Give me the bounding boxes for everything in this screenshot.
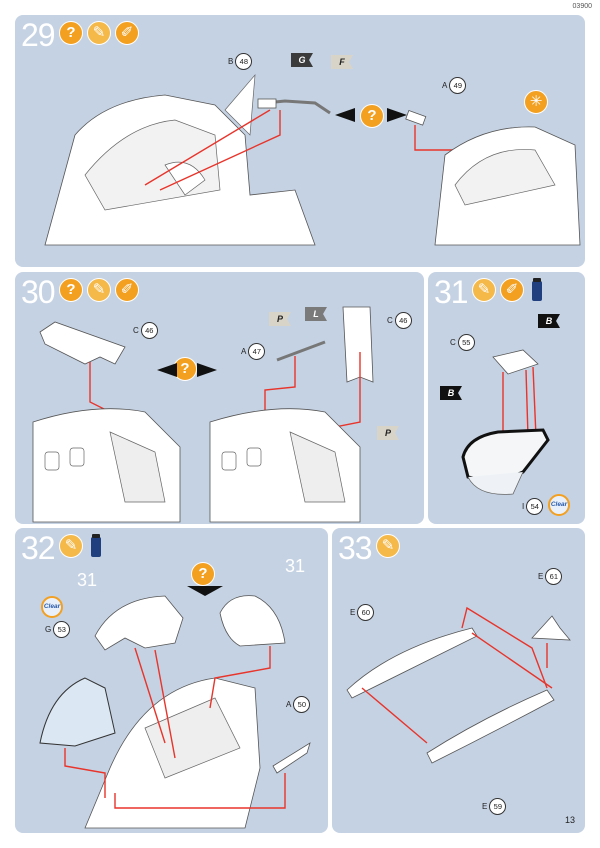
glue-icon: ✎ — [87, 278, 111, 302]
reference-label: 31 — [285, 556, 306, 576]
glue-icon: ✎ — [59, 534, 83, 558]
paint-flag: B — [440, 386, 462, 400]
step-33-illustration — [346, 606, 571, 764]
step-31-illustration — [461, 349, 550, 495]
glue-icon: ✎ — [376, 534, 400, 558]
page-number: 13 — [564, 815, 575, 825]
paint-flag: L — [305, 307, 327, 321]
paint-pot-icon — [91, 534, 101, 557]
alternative-option-icon: ✳ — [524, 90, 548, 114]
question-badge-icon: ? — [360, 104, 384, 128]
step-29-illustration — [44, 73, 581, 246]
glue-icon: ✎ — [87, 21, 111, 45]
step-32-illustration — [39, 586, 311, 829]
paint-flag: F — [331, 55, 353, 69]
paint-pot-icon — [532, 278, 542, 301]
step-number: 29 — [21, 17, 56, 53]
paintbrush-icon: ✐ — [115, 21, 139, 45]
question-badge-icon: ? — [191, 562, 215, 586]
glue-icon: ✎ — [472, 278, 496, 302]
step-30-illustration — [32, 306, 374, 523]
question-badge-icon: ? — [59, 21, 83, 45]
reference-label: 31 — [77, 570, 98, 590]
paint-flag: B — [538, 314, 560, 328]
question-badge-icon: ? — [59, 278, 83, 302]
step-number: 31 — [434, 274, 469, 310]
step-number: 30 — [21, 274, 56, 310]
paint-flag: P — [377, 426, 399, 440]
paintbrush-icon: ✐ — [500, 278, 524, 302]
step-number: 33 — [338, 530, 373, 566]
clear-part-icon: Clear — [41, 596, 63, 618]
paint-flag: P — [269, 312, 291, 326]
document-code: 03900 — [572, 3, 592, 10]
clear-part-icon: Clear — [548, 494, 570, 516]
paint-flag: G — [291, 53, 313, 67]
step-number: 32 — [21, 530, 56, 566]
paintbrush-icon: ✐ — [115, 278, 139, 302]
